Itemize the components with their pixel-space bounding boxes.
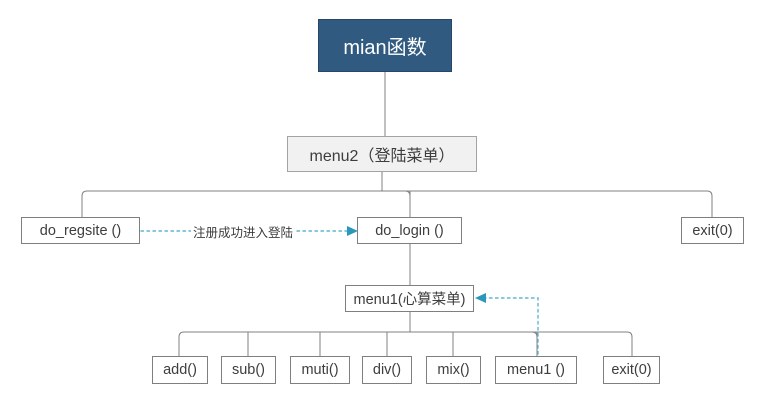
menu1call-to-menu1-dashed-line xyxy=(484,297,539,355)
node-muti[interactable]: muti() xyxy=(290,356,350,384)
node-div[interactable]: div() xyxy=(362,356,412,384)
node-mix[interactable]: mix() xyxy=(426,356,481,384)
node-do-login[interactable]: do_login () xyxy=(357,217,462,244)
node-exit-top[interactable]: exit(0) xyxy=(681,217,744,244)
node-add[interactable]: add() xyxy=(152,356,208,384)
node-menu2-login-menu[interactable]: menu2（登陆菜单） xyxy=(287,136,477,172)
node-menu1-call[interactable]: menu1 () xyxy=(495,356,577,384)
arrowhead-right-icon xyxy=(347,226,358,236)
node-main-function[interactable]: mian函数 xyxy=(318,19,452,72)
node-do-regsite[interactable]: do_regsite () xyxy=(21,217,140,244)
node-menu1-mental-math-menu[interactable]: menu1(心算菜单) xyxy=(345,285,474,312)
node-exit-bottom[interactable]: exit(0) xyxy=(603,356,660,384)
edge-label-register-success: 注册成功进入登陆 xyxy=(191,222,296,241)
node-sub[interactable]: sub() xyxy=(221,356,276,384)
dashed-flow-arrows xyxy=(140,226,539,355)
tree-connectors xyxy=(81,72,713,356)
arrowhead-left-icon xyxy=(475,293,486,303)
